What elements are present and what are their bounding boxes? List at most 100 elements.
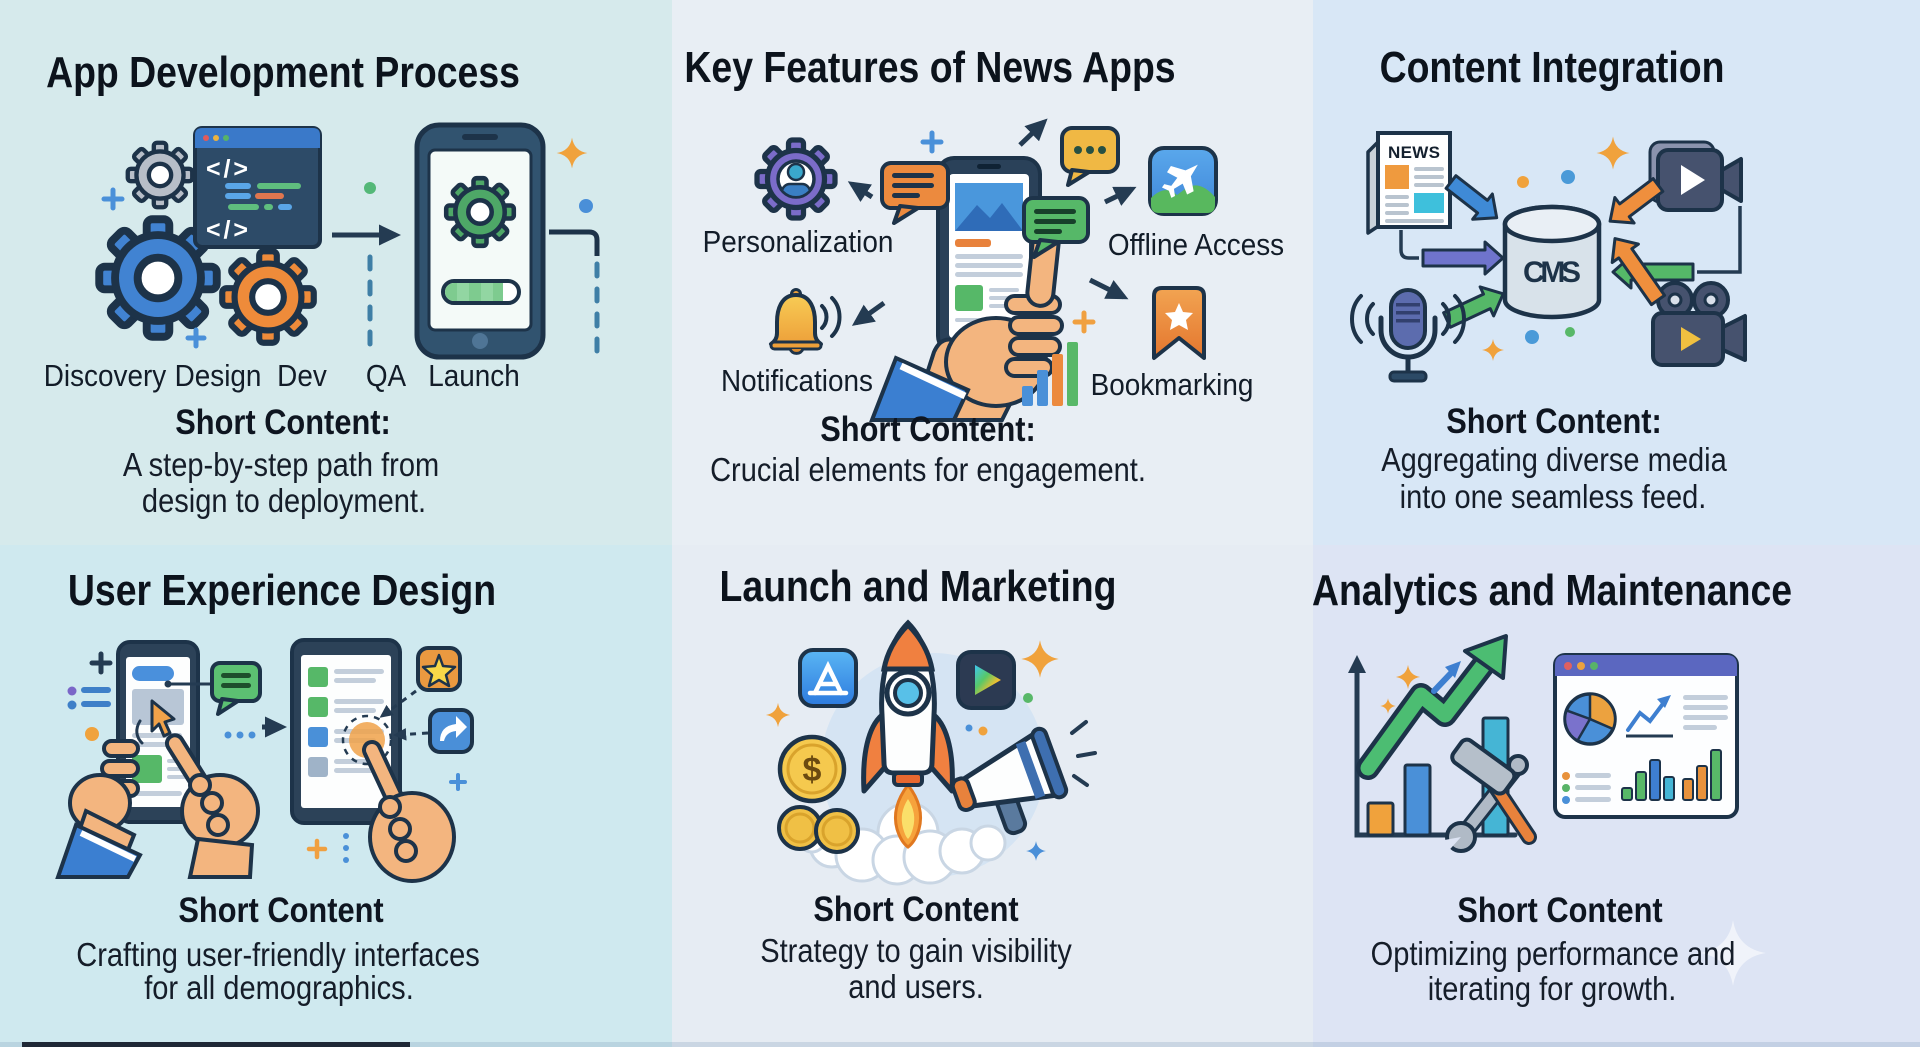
dashed-dots <box>224 731 256 739</box>
right-hand-tapping <box>362 740 456 883</box>
pie-chart-icon <box>1563 692 1617 746</box>
step-label: Discovery <box>43 358 167 393</box>
small-arrow-icon <box>1431 667 1457 694</box>
sparkle-icon <box>765 702 791 728</box>
sparkle-icon <box>556 137 588 169</box>
green-dot <box>1565 327 1575 337</box>
star-icon <box>1165 303 1193 330</box>
connector-dot <box>164 680 172 688</box>
phone-icon <box>116 640 200 824</box>
sparkle-icon <box>1380 698 1396 714</box>
analytics-illustration <box>1348 634 1766 986</box>
plane-icon <box>1161 164 1198 198</box>
chat-bubble-icon <box>1022 196 1090 259</box>
orange-dot <box>85 727 99 741</box>
arrow-icon <box>1088 277 1129 300</box>
sound-lines-icon <box>1070 720 1097 787</box>
rocket-window <box>893 678 923 708</box>
dashed-arrow-icon <box>393 728 429 741</box>
caption-line: for all demographics. <box>144 969 414 1006</box>
gear-icon <box>446 178 514 246</box>
step-label: Dev <box>277 358 327 393</box>
arrowhead <box>1463 634 1508 680</box>
caption-heading: Short Content: <box>820 410 1036 449</box>
step-label: QA <box>365 358 407 393</box>
play-icon <box>975 665 1001 695</box>
caption-heading: Short Content: <box>1446 402 1662 441</box>
arrow-icon <box>851 300 886 326</box>
panel-title: Content Integration <box>1379 43 1725 92</box>
code-glyph: </> <box>206 216 248 244</box>
video-player-icon <box>1648 140 1743 212</box>
chat-bubble-icon <box>210 661 262 716</box>
newspaper-icon: NEWS <box>1366 131 1452 235</box>
play-icon <box>1681 327 1701 351</box>
panel-title: Launch and Marketing <box>719 562 1117 611</box>
gear-icon <box>128 143 192 207</box>
panel-title: App Development Process <box>46 48 520 97</box>
panel-title: Analytics and Maintenance <box>1313 566 1793 615</box>
video-progress-track[interactable] <box>0 1042 1920 1047</box>
content-integration-illustration: NEWS CMS <box>1350 131 1747 383</box>
arrow-icon <box>847 181 874 203</box>
plus-icon <box>101 187 207 349</box>
feature-label: Offline Access <box>1107 227 1285 262</box>
caption-line: A step-by-step path from <box>122 446 440 483</box>
growth-chart-icon <box>1348 634 1518 838</box>
caption-line: into one seamless feed. <box>1399 478 1707 515</box>
list-icon <box>67 686 111 710</box>
sleeve <box>55 822 143 879</box>
arrow-icon <box>1103 186 1137 206</box>
caption-line: Strategy to gain visibility <box>760 932 1072 969</box>
blue-dot <box>579 199 593 213</box>
caption-line: iterating for growth. <box>1427 970 1677 1007</box>
connector-line <box>1399 230 1419 260</box>
sparkle-icon <box>1026 841 1046 861</box>
step-label: Design <box>174 358 262 393</box>
typing-bubble-icon <box>1060 126 1120 187</box>
phone-icon <box>414 122 546 360</box>
sound-waves-icon <box>820 296 842 338</box>
rocket-icon <box>861 619 955 849</box>
sparkle-icon <box>1482 339 1504 361</box>
panel-content-integration: NEWS CMS <box>1313 0 1920 545</box>
app-store-icon <box>798 648 858 708</box>
caption-line: Optimizing performance and <box>1370 935 1736 972</box>
film-camera-icon <box>1651 281 1747 367</box>
app-development-illustration: </> </> <box>0 122 600 360</box>
panel-key-features: Key Features of News Apps Personalizatio… <box>672 0 1313 545</box>
sound-waves-icon <box>1441 294 1466 344</box>
caption-heading: Short Content <box>178 891 384 930</box>
caption-heading: Short Content <box>813 890 1019 929</box>
plus-icon <box>449 773 467 791</box>
tools-icon <box>1439 737 1537 857</box>
ux-design-illustration <box>55 638 474 883</box>
dollar-sign: $ <box>803 751 822 789</box>
green-dot <box>364 182 376 194</box>
orange-dot <box>978 726 988 736</box>
analytics-dashboard-icon <box>1553 653 1739 819</box>
dashed-dots <box>343 833 349 863</box>
flow-arrow-icon <box>1610 237 1667 307</box>
code-glyph: </> <box>206 155 248 183</box>
connector-line <box>549 229 600 256</box>
caption-line: and users. <box>848 968 984 1005</box>
arrow-icon <box>1018 118 1048 147</box>
caption-line: design to deployment. <box>141 482 427 519</box>
cms-label: CMS <box>1523 256 1581 289</box>
sparkle-icon <box>1021 640 1059 678</box>
line-chart-icon <box>1626 695 1673 738</box>
blue-dot <box>1525 330 1539 344</box>
cursor-icon <box>135 699 176 745</box>
video-progress-played[interactable] <box>22 1042 410 1047</box>
blue-dot <box>965 724 973 732</box>
step-label: Launch <box>428 358 520 393</box>
news-label: NEWS <box>1388 143 1440 162</box>
feature-label: Notifications <box>721 363 873 398</box>
panel-title: Key Features of News Apps <box>684 43 1176 92</box>
panel-analytics-and-maintenance: Analytics and Maintenance Short Content … <box>1313 545 1920 1047</box>
flow-arrow-icon <box>1444 174 1499 221</box>
caption-line: Crafting user-friendly interfaces <box>76 936 480 973</box>
flow-arrow-icon <box>1608 177 1665 225</box>
launch-marketing-illustration: $ <box>765 619 1097 886</box>
